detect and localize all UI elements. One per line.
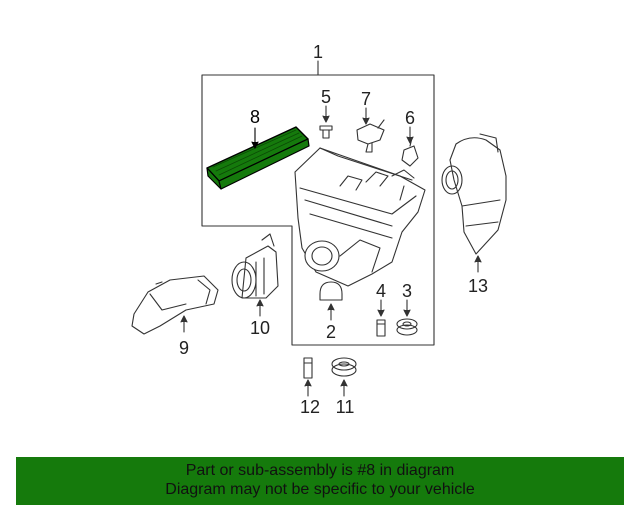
- callout-13: 13: [468, 276, 488, 296]
- callout-6: 6: [405, 108, 415, 128]
- leader-7: [362, 107, 370, 125]
- air-filter-part-8[interactable]: [206, 126, 310, 190]
- parts-diagram: 1 8 5 7 6 2 4 3 13 10 9 12 11: [131, 42, 507, 417]
- callout-10: 10: [250, 318, 270, 338]
- leader-6: [406, 126, 414, 144]
- leader-13: [474, 255, 482, 273]
- leader-10: [256, 299, 264, 317]
- callout-3: 3: [402, 281, 412, 301]
- grommet-part-11[interactable]: [331, 357, 357, 377]
- callout-1: 1: [313, 42, 323, 62]
- banner-line-2: Diagram may not be specific to your vehi…: [165, 481, 475, 498]
- intake-duct-part-9[interactable]: [131, 275, 219, 335]
- bolt-part-5[interactable]: [319, 125, 333, 139]
- adapter-part-10[interactable]: [231, 233, 279, 299]
- leader-9: [180, 315, 188, 333]
- callout-9: 9: [179, 338, 189, 358]
- callout-8[interactable]: 8: [250, 107, 260, 127]
- callout-4: 4: [376, 281, 386, 301]
- notice-banner: Part or sub-assembly is #8 in diagram Di…: [16, 457, 624, 505]
- stud-part-12[interactable]: [303, 357, 313, 379]
- sensor-part-7[interactable]: [356, 119, 385, 153]
- grommet-part-3[interactable]: [396, 318, 418, 336]
- callout-7: 7: [361, 89, 371, 109]
- callout-2: 2: [326, 322, 336, 342]
- duct-part-13[interactable]: [441, 133, 507, 255]
- assembly-outline: [201, 74, 435, 346]
- leader-3: [403, 299, 411, 317]
- callout-11: 11: [336, 397, 355, 417]
- leader-8: [251, 127, 259, 149]
- mount-part-2[interactable]: [319, 281, 343, 301]
- callout-5: 5: [321, 87, 331, 107]
- leader-11: [340, 379, 348, 397]
- banner-line-1: Part or sub-assembly is #8 in diagram: [185, 462, 455, 479]
- leader-4: [377, 299, 385, 317]
- leader-2: [327, 303, 335, 321]
- leader-12: [304, 379, 312, 397]
- callout-12: 12: [300, 397, 320, 417]
- stud-part-4[interactable]: [376, 319, 386, 337]
- leader-5: [322, 105, 330, 123]
- air-cleaner-housing-part-1[interactable]: [294, 147, 426, 287]
